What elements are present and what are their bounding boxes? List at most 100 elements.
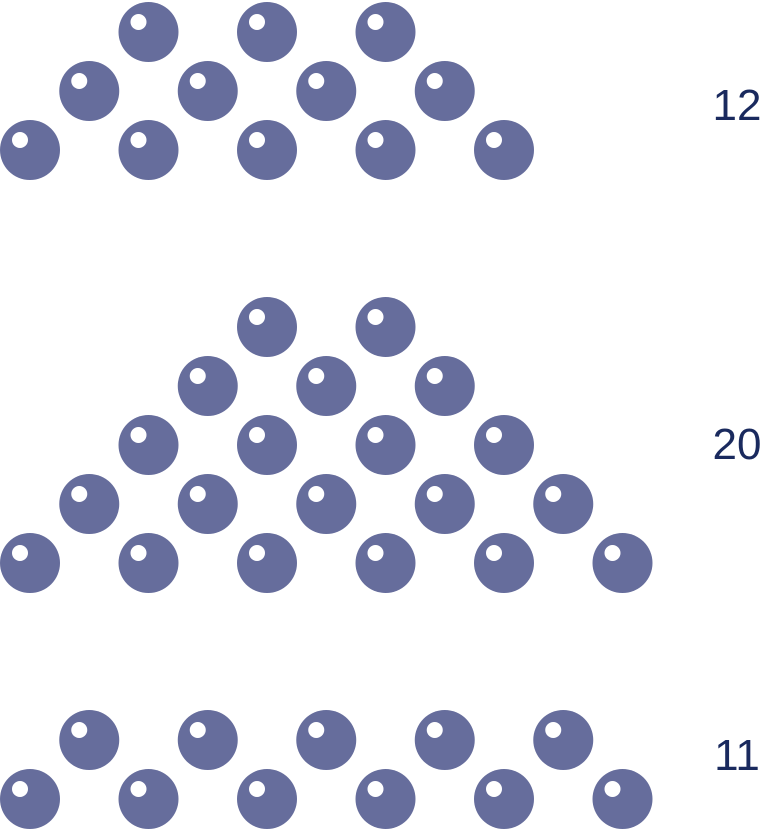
ball-body	[474, 415, 534, 475]
ball-highlight	[367, 427, 384, 443]
ball	[177, 474, 238, 534]
ball-body	[177, 474, 238, 534]
ball-body	[237, 297, 297, 357]
ball-highlight	[604, 545, 621, 561]
ball-highlight	[308, 368, 325, 384]
ball-highlight	[189, 368, 206, 384]
ball-body	[59, 61, 120, 121]
ball	[355, 415, 416, 475]
ball-highlight	[249, 545, 265, 561]
ball-highlight	[71, 486, 88, 502]
ball-highlight	[249, 14, 265, 30]
ball	[118, 533, 179, 593]
ball-highlight	[249, 427, 265, 443]
ball-body	[118, 533, 179, 593]
ball-body	[237, 120, 297, 180]
ball	[0, 769, 60, 829]
ball-body	[474, 769, 534, 829]
ball-body	[414, 474, 475, 534]
ball-highlight	[367, 545, 384, 561]
ball-highlight	[71, 73, 88, 89]
ball-body	[118, 2, 179, 62]
ball-highlight	[249, 132, 265, 148]
ball	[177, 61, 238, 121]
ball-body	[592, 533, 653, 593]
ball	[237, 533, 297, 593]
ball	[474, 769, 534, 829]
ball	[177, 710, 238, 770]
ball-highlight	[130, 132, 147, 148]
ball-highlight	[367, 132, 384, 148]
ball-highlight	[367, 309, 384, 325]
ball-highlight	[486, 427, 502, 443]
ball	[592, 533, 653, 593]
ball	[118, 415, 179, 475]
count-label-second: 20	[713, 420, 762, 469]
ball-highlight	[12, 132, 28, 148]
ball-highlight	[486, 545, 502, 561]
ball	[0, 533, 60, 593]
figure-eleven-balls	[0, 710, 653, 829]
ball-body	[296, 356, 357, 416]
ball-body	[0, 533, 60, 593]
ball	[474, 415, 534, 475]
ball-highlight	[367, 14, 384, 30]
ball-body	[533, 710, 594, 770]
ball-highlight	[249, 781, 265, 797]
ball-highlight	[189, 73, 206, 89]
ball-body	[118, 415, 179, 475]
ball-body	[177, 61, 238, 121]
ball-body	[237, 2, 297, 62]
ball-highlight	[130, 545, 147, 561]
ball-body	[355, 415, 416, 475]
ball-body	[414, 61, 475, 121]
ball	[177, 356, 238, 416]
ball	[414, 61, 475, 121]
ball	[118, 2, 179, 62]
ball-body	[59, 710, 120, 770]
ball-body	[237, 415, 297, 475]
ball-highlight	[71, 722, 88, 738]
ball-highlight	[426, 368, 443, 384]
ball-body	[237, 769, 297, 829]
ball-body	[177, 356, 238, 416]
ball-body	[355, 769, 416, 829]
ball-body	[237, 533, 297, 593]
ball	[237, 2, 297, 62]
ball-body	[296, 474, 357, 534]
ball	[414, 710, 475, 770]
ball-highlight	[130, 781, 147, 797]
ball	[414, 356, 475, 416]
ball	[237, 297, 297, 357]
ball-body	[0, 769, 60, 829]
ball-body	[118, 769, 179, 829]
ball-body	[296, 61, 357, 121]
ball-highlight	[12, 545, 28, 561]
ball-body	[177, 710, 238, 770]
ball-body	[474, 533, 534, 593]
ball	[533, 474, 594, 534]
ball-highlight	[426, 486, 443, 502]
ball-highlight	[604, 781, 621, 797]
ball-highlight	[545, 486, 562, 502]
ball-highlight	[249, 309, 265, 325]
ball	[355, 297, 416, 357]
ball-highlight	[130, 14, 147, 30]
ball-body	[296, 710, 357, 770]
ball-body	[414, 710, 475, 770]
ball	[355, 120, 416, 180]
ball-highlight	[189, 486, 206, 502]
count-label-first: 12	[713, 81, 762, 130]
ball	[355, 533, 416, 593]
ball-body	[533, 474, 594, 534]
ball-highlight	[426, 73, 443, 89]
ball-body	[355, 297, 416, 357]
ball-body	[592, 769, 653, 829]
ball	[237, 415, 297, 475]
ball-highlight	[308, 722, 325, 738]
count-label-third: 11	[714, 731, 760, 780]
ball	[237, 120, 297, 180]
ball	[355, 2, 416, 62]
figure-twenty-balls	[0, 297, 653, 593]
